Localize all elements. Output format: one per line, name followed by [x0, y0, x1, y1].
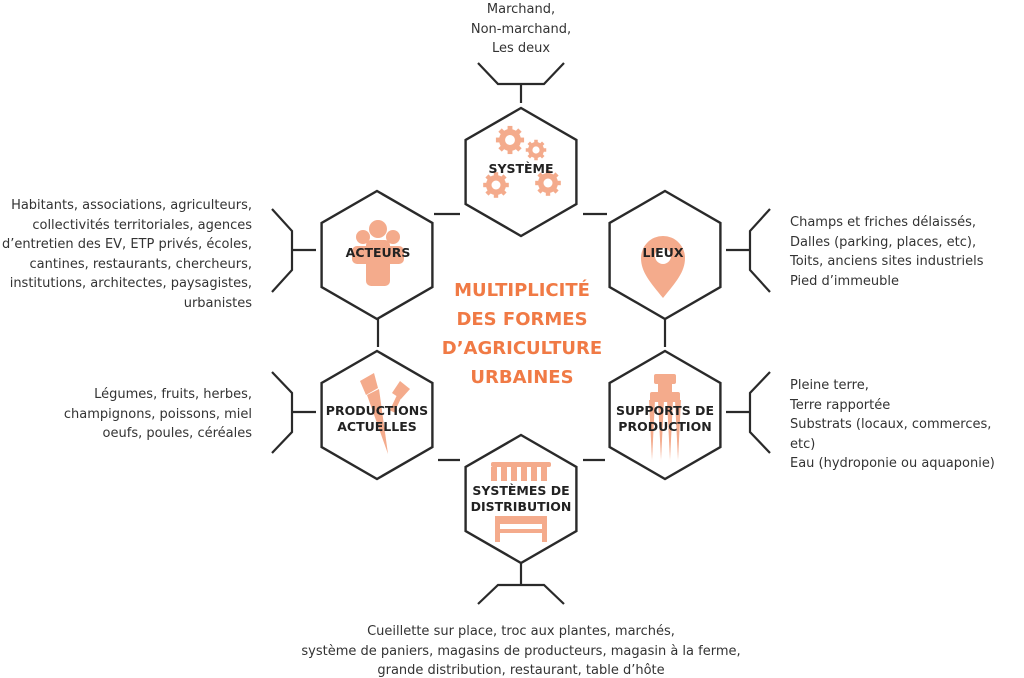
hex-label-supports: SUPPORTS DE PRODUCTION	[616, 403, 714, 434]
location-pin-icon	[641, 236, 685, 298]
branch-fork	[477, 583, 565, 605]
hex-label-lieux: LIEUX	[642, 245, 684, 260]
garden-fork-icon	[649, 374, 681, 460]
center-title: MULTIPLICITÉ DES FORMES D’AGRICULTURE UR…	[441, 280, 603, 388]
market-stall-icon	[491, 462, 551, 542]
branch-fork	[271, 208, 294, 293]
hex-label-distribution: SYSTÈMES DE DISTRIBUTION	[470, 483, 572, 514]
branch-fork	[477, 62, 565, 86]
description-systeme: Marchand, Non-marchand, Les deux	[470, 2, 572, 56]
people-group-icon	[352, 220, 404, 286]
description-productions: Légumes, fruits, herbes, champignons, po…	[63, 387, 252, 441]
description-lieux: Champs et friches délaissés, Dalles (par…	[790, 215, 984, 289]
hexagon-systeme	[464, 106, 578, 238]
description-distribution: Cueillette sur place, troc aux plantes, …	[301, 624, 741, 678]
hexagon-supports	[608, 349, 722, 481]
branch-fork	[271, 371, 294, 454]
branch-fork	[748, 208, 771, 293]
hex-label-acteurs: ACTEURS	[345, 245, 411, 260]
hexagon-connectors	[376, 212, 667, 462]
hex-label-productions: PRODUCTIONS ACTUELLES	[325, 403, 429, 434]
hex-label-systeme: SYSTÈME	[488, 161, 554, 176]
description-acteurs: Habitants, associations, agriculteurs, c…	[1, 198, 252, 311]
branch-fork	[748, 371, 771, 454]
description-supports: Pleine terre, Terre rapportée Substrats …	[790, 378, 995, 471]
branch-connectors	[271, 62, 771, 605]
gears-icon	[483, 125, 561, 198]
carrot-trowel-icon	[360, 373, 410, 454]
